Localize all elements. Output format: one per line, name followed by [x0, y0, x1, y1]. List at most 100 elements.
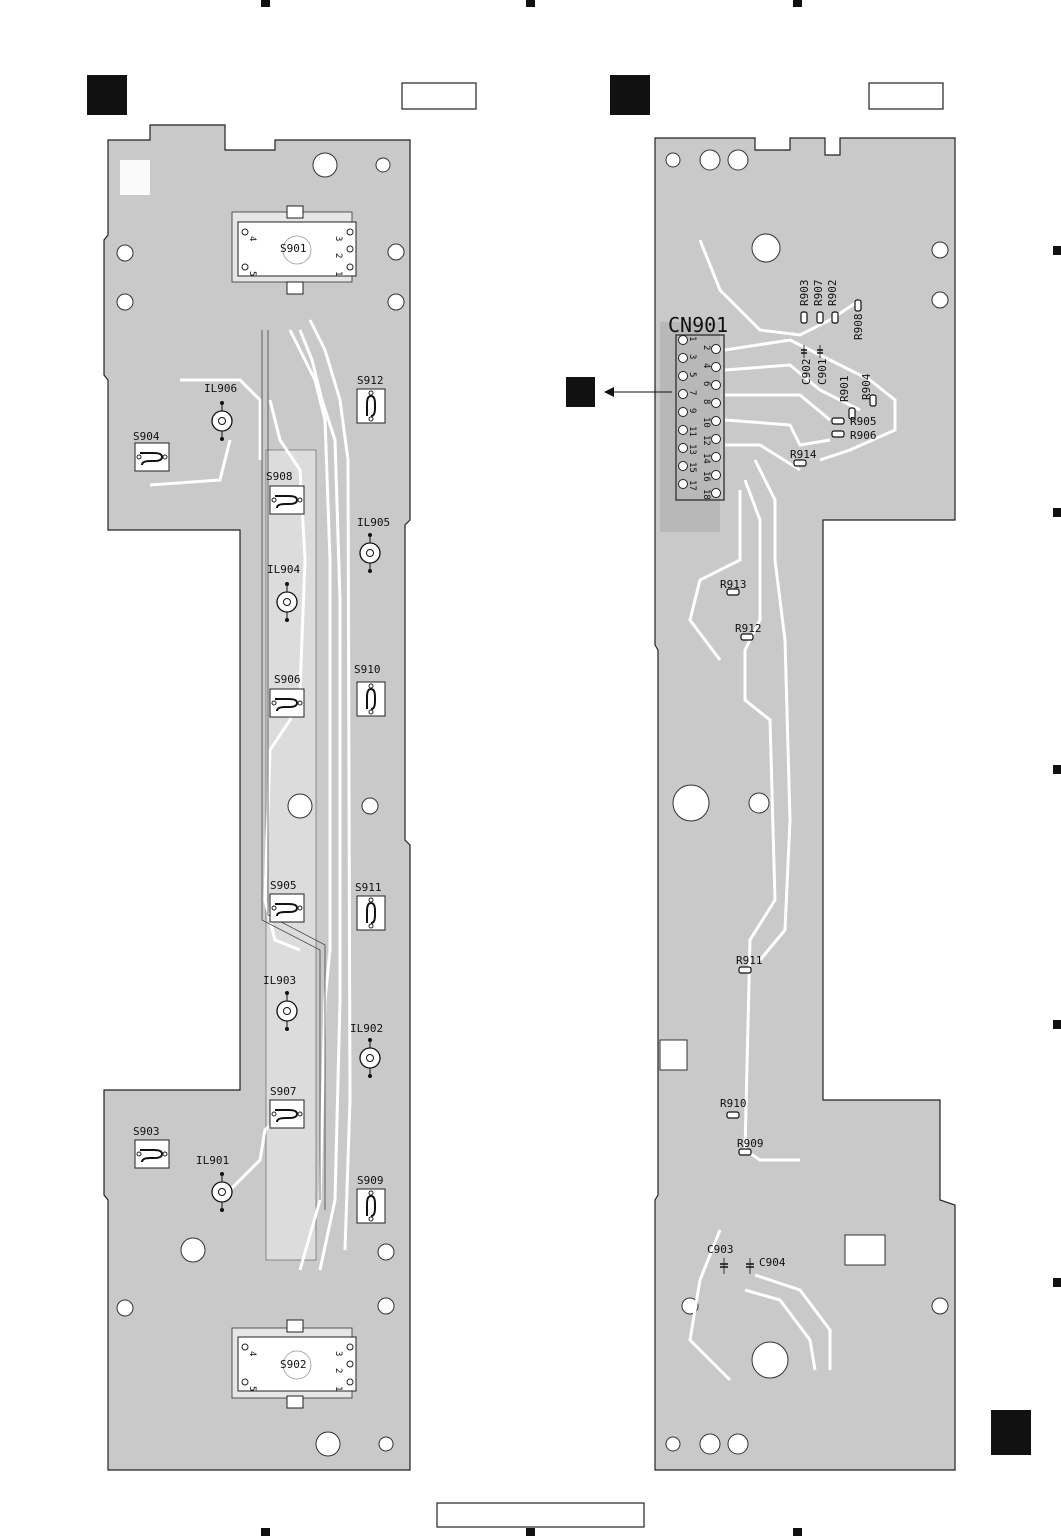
- il904-label: IL904: [267, 563, 300, 576]
- c903-label: C903: [707, 1243, 734, 1256]
- cn901-pin-18: 18: [701, 489, 711, 500]
- s901-pin-3: 3: [333, 236, 343, 241]
- r905-resistor: [831, 417, 845, 425]
- il902-label: IL902: [350, 1022, 383, 1035]
- r911-resistor: [738, 966, 752, 974]
- cn901-pin-15: 15: [687, 462, 697, 473]
- r910-label: R910: [720, 1097, 747, 1110]
- r908-label: R908: [852, 314, 865, 341]
- c904-label: C904: [759, 1256, 786, 1269]
- cn901-pin-17: 17: [687, 480, 697, 491]
- cn901-pad-7: [678, 389, 688, 399]
- cn901-label: CN901: [668, 313, 728, 337]
- s909-switch: [356, 1188, 386, 1224]
- r914-label: R914: [790, 448, 817, 461]
- cn901-pin-3: 3: [687, 354, 697, 359]
- right-label-box: [868, 82, 944, 110]
- cn901-pin-1: 1: [687, 336, 697, 341]
- il902-lamp: [359, 1038, 381, 1078]
- c902-label: C902: [800, 359, 813, 386]
- cn901-pad-10: [711, 416, 721, 426]
- r906-label: R906: [850, 429, 877, 442]
- cn901-pad-11: [678, 425, 688, 435]
- footer-label-box: [436, 1502, 645, 1528]
- il906-label: IL906: [204, 382, 237, 395]
- r907-label: R907: [812, 280, 825, 307]
- s902-pin-1: 1: [333, 1386, 343, 1391]
- connection-arrow-head: [604, 387, 614, 397]
- il901-lamp: [211, 1172, 233, 1212]
- c902-capacitor: [801, 345, 807, 358]
- r913-resistor: [726, 588, 740, 596]
- cn901-pad-16: [711, 470, 721, 480]
- il905-label: IL905: [357, 516, 390, 529]
- cn901-pin-10: 10: [701, 417, 711, 428]
- registration-marks: [261, 0, 1061, 1536]
- s912-label: S912: [357, 374, 384, 387]
- cn901-pin-9: 9: [687, 408, 697, 413]
- s911-label: S911: [355, 881, 382, 894]
- il905-lamp: [359, 533, 381, 573]
- r904-label: R904: [860, 373, 873, 400]
- s909-label: S909: [357, 1174, 384, 1187]
- s901-pin-5: 5: [247, 271, 257, 276]
- cn901-pin-11: 11: [687, 426, 697, 437]
- c901-label: C901: [816, 359, 829, 386]
- s901-connector: [237, 205, 357, 295]
- s910-switch: [356, 681, 386, 717]
- s903-label: S903: [133, 1125, 160, 1138]
- s901-pin-4: 4: [247, 236, 257, 241]
- c903-capacitor: [720, 1258, 728, 1274]
- s906-label: S906: [274, 673, 301, 686]
- r907-resistor: [816, 311, 824, 324]
- c901-capacitor: [817, 345, 823, 358]
- r901-label: R901: [838, 376, 851, 403]
- s904-switch: [134, 442, 170, 472]
- s908-switch: [269, 485, 305, 515]
- r909-label: R909: [737, 1137, 764, 1150]
- cn901-pad-12: [711, 434, 721, 444]
- cn901-pad-15: [678, 461, 688, 471]
- left-label-box: [401, 82, 477, 110]
- il906-lamp: [211, 401, 233, 441]
- c904-capacitor: [746, 1258, 754, 1274]
- cn901-pad-13: [678, 443, 688, 453]
- s907-label: S907: [270, 1085, 297, 1098]
- il903-label: IL903: [263, 974, 296, 987]
- r912-label: R912: [735, 622, 762, 635]
- r901-resistor: [848, 407, 856, 420]
- cn901-pin-5: 5: [687, 372, 697, 377]
- cn901-pad-6: [711, 380, 721, 390]
- cn901-pin-2: 2: [701, 345, 711, 350]
- s906-switch: [269, 688, 305, 718]
- cn901-pin-8: 8: [701, 399, 711, 404]
- cn901-pin-16: 16: [701, 471, 711, 482]
- r902-label: R902: [826, 280, 839, 307]
- r906-resistor: [831, 430, 845, 438]
- s902-pin-4: 4: [247, 1351, 257, 1356]
- s907-switch: [269, 1099, 305, 1129]
- r905-label: R905: [850, 415, 877, 428]
- right-section-marker: [610, 75, 650, 115]
- il903-lamp: [276, 991, 298, 1031]
- cn901-pad-2: [711, 344, 721, 354]
- s904-label: S904: [133, 430, 160, 443]
- cn901-pad-3: [678, 353, 688, 363]
- cn901-pad-17: [678, 479, 688, 489]
- il901-label: IL901: [196, 1154, 229, 1167]
- r903-label: R903: [798, 280, 811, 307]
- cn901-pin-6: 6: [701, 381, 711, 386]
- s902-pin-3: 3: [333, 1351, 343, 1356]
- r903-resistor: [800, 311, 808, 324]
- r912-resistor: [740, 633, 754, 641]
- s902-label: S902: [280, 1358, 307, 1371]
- s905-label: S905: [270, 879, 297, 892]
- r904-resistor: [869, 394, 877, 407]
- s901-label: S901: [280, 242, 307, 255]
- cn901-pin-7: 7: [687, 390, 697, 395]
- s901-pin-1: 1: [333, 271, 343, 276]
- r909-resistor: [738, 1148, 752, 1156]
- r914-resistor: [793, 459, 807, 467]
